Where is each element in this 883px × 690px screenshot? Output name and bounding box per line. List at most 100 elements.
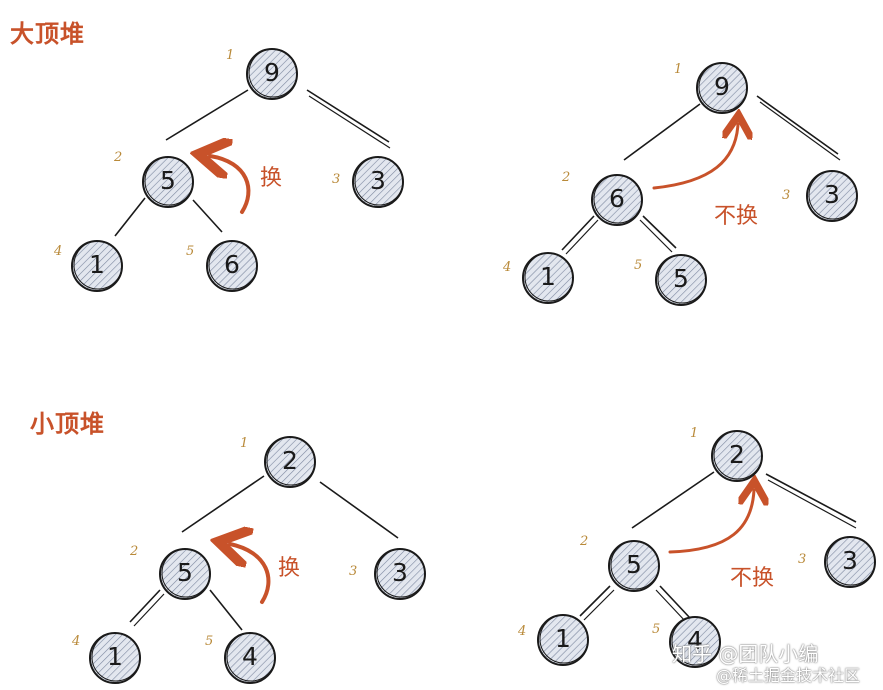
heap-node-outline bbox=[657, 254, 707, 304]
edge bbox=[655, 589, 687, 623]
edge bbox=[759, 101, 841, 161]
edge bbox=[583, 589, 615, 621]
edge bbox=[319, 481, 399, 539]
heap-node-index: 1 bbox=[240, 436, 249, 451]
edge bbox=[181, 475, 265, 533]
edges bbox=[114, 89, 857, 631]
heap-node-value: 3 bbox=[824, 180, 840, 209]
edge bbox=[165, 89, 249, 141]
edge bbox=[114, 197, 146, 237]
edge bbox=[565, 219, 599, 255]
heap-node-index: 2 bbox=[580, 534, 589, 549]
no-swap-arrow-2 bbox=[668, 490, 754, 554]
heap-node-value: 5 bbox=[673, 264, 689, 293]
min-heap-title: 小顶堆 bbox=[30, 410, 105, 438]
swap-label-2: 换 bbox=[278, 556, 301, 581]
heap-node-value: 5 bbox=[177, 558, 193, 587]
watermark-zhihu: 知乎 @团队小编 bbox=[672, 642, 819, 666]
heap-node-value: 1 bbox=[540, 262, 556, 291]
no-swap-arrow-1 bbox=[652, 124, 738, 190]
edge bbox=[639, 219, 673, 253]
edge bbox=[192, 199, 223, 233]
heap-node-outline bbox=[713, 430, 763, 480]
heap-node-index: 5 bbox=[186, 244, 195, 259]
heap-node-value: 4 bbox=[687, 626, 703, 655]
heap-node-value: 3 bbox=[842, 546, 858, 575]
heap-node-outline bbox=[266, 436, 316, 486]
heap-node-value: 3 bbox=[392, 558, 408, 587]
arrows bbox=[210, 124, 754, 604]
node-circles bbox=[71, 48, 876, 684]
heap-node-index: 2 bbox=[562, 170, 571, 185]
heap-node-index: 1 bbox=[226, 48, 235, 63]
heap-node-index: 4 bbox=[503, 260, 512, 275]
swap-arrow-2 bbox=[230, 544, 271, 604]
heap-node-value: 1 bbox=[555, 624, 571, 653]
heap-node-outline bbox=[698, 62, 748, 112]
heap-node-outline bbox=[208, 240, 258, 290]
heap-node-index: 4 bbox=[54, 244, 63, 259]
heap-node-index: 4 bbox=[72, 634, 81, 649]
edge bbox=[308, 95, 391, 149]
heap-node-outline bbox=[248, 48, 298, 98]
heap-node-index: 1 bbox=[690, 426, 699, 441]
heap-node-outline bbox=[226, 632, 276, 682]
max-heap-title: 大顶堆 bbox=[10, 20, 85, 48]
heap-node-index: 2 bbox=[130, 544, 139, 559]
heap-node-index: 3 bbox=[798, 552, 807, 567]
heap-node-outline bbox=[354, 156, 404, 206]
edge bbox=[765, 473, 857, 523]
heap-node-index: 5 bbox=[652, 622, 661, 637]
heap-node-index: 5 bbox=[205, 634, 214, 649]
heap-node-outline bbox=[826, 536, 876, 586]
heap-node-value: 9 bbox=[264, 58, 280, 87]
edge bbox=[623, 103, 701, 161]
heap-node-outline bbox=[73, 240, 123, 290]
heap-node-outline bbox=[161, 548, 211, 598]
heap-node-value: 4 bbox=[242, 642, 258, 671]
heap-node-outline bbox=[610, 540, 660, 590]
heap-node-value: 3 bbox=[370, 166, 386, 195]
no-swap-label-2: 不换 bbox=[730, 566, 775, 591]
heap-node-index: 1 bbox=[674, 62, 683, 77]
heap-node-index: 5 bbox=[634, 258, 643, 273]
edge bbox=[756, 95, 839, 155]
swap-arrow-1 bbox=[210, 156, 251, 214]
edge bbox=[133, 593, 165, 627]
watermark-juejin: @稀土掘金技术社区 bbox=[716, 666, 861, 685]
heap-node-value: 6 bbox=[609, 184, 625, 213]
edge bbox=[561, 215, 595, 251]
swap-label-1: 换 bbox=[260, 166, 283, 191]
heap-node-outline bbox=[376, 548, 426, 598]
heap-node-value: 1 bbox=[89, 250, 105, 279]
heap-node-value: 5 bbox=[626, 550, 642, 579]
edge bbox=[306, 89, 390, 143]
heap-node-outline bbox=[539, 614, 589, 664]
edge bbox=[642, 215, 677, 249]
heap-node-value: 1 bbox=[107, 642, 123, 671]
heap-node-value: 6 bbox=[224, 250, 240, 279]
heap-node-outline bbox=[671, 616, 721, 666]
heap-node-outline bbox=[593, 174, 643, 224]
heap-node-value: 5 bbox=[160, 166, 176, 195]
heap-node-index: 4 bbox=[518, 624, 527, 639]
edge bbox=[767, 479, 857, 529]
heap-node-outline bbox=[524, 252, 574, 302]
heap-node-value: 2 bbox=[282, 446, 298, 475]
no-swap-label-1: 不换 bbox=[714, 204, 759, 229]
heap-node-value: 9 bbox=[714, 72, 730, 101]
heap-node-index: 3 bbox=[782, 188, 791, 203]
heap-node-value: 2 bbox=[729, 440, 745, 469]
heap-node-outline bbox=[91, 632, 141, 682]
edge bbox=[579, 585, 611, 617]
edge bbox=[631, 471, 715, 529]
heap-node-outline bbox=[808, 170, 858, 220]
edge bbox=[659, 585, 691, 619]
edge bbox=[209, 589, 243, 631]
heap-node-index: 2 bbox=[114, 150, 123, 165]
heap-node-outline bbox=[144, 156, 194, 206]
heap-node-index: 3 bbox=[332, 172, 341, 187]
edge bbox=[129, 589, 161, 623]
heap-node-index: 3 bbox=[349, 564, 358, 579]
